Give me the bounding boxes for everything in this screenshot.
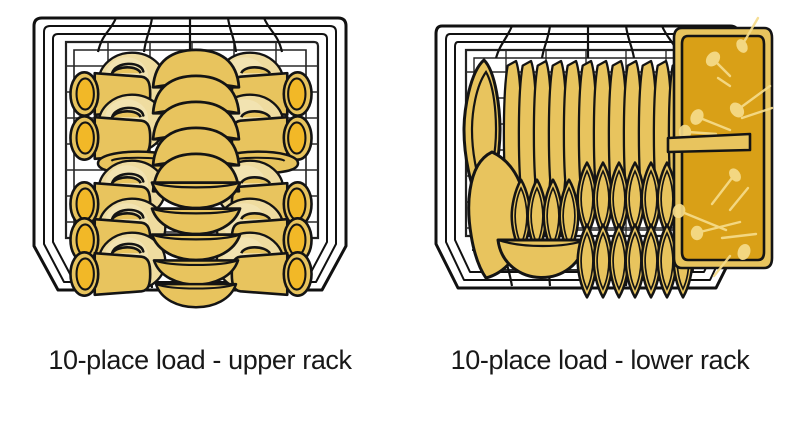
upper-rack-left-mug-cluster-top <box>69 51 167 161</box>
panel-upper-rack: 10-place load - upper rack <box>0 0 400 375</box>
caption-upper-rack: 10-place load - upper rack <box>48 345 352 375</box>
cutlery-basket-handle <box>666 132 752 154</box>
caption-lower-rack: 10-place load - lower rack <box>450 345 750 375</box>
panel-lower-rack: 10-place load - lower rack <box>400 0 800 444</box>
cutlery-utensils <box>672 16 774 278</box>
upper-rack-center-domes <box>151 48 241 193</box>
upper-rack-left-mug-cluster-bottom <box>69 159 167 297</box>
cutlery-basket[interactable] <box>666 16 774 278</box>
lower-rack-illustration <box>400 0 800 340</box>
upper-rack-illustration <box>0 0 400 340</box>
bowl <box>154 282 238 309</box>
